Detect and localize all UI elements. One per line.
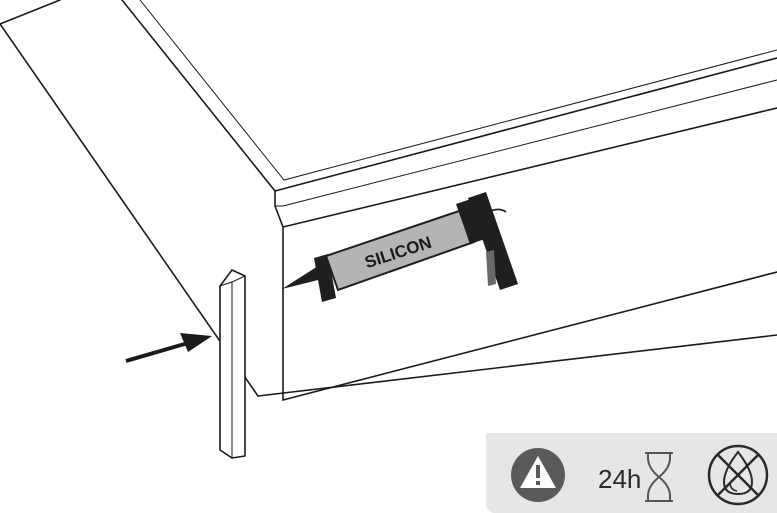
floor-edge-right xyxy=(257,334,777,397)
caulk-gun-rod xyxy=(483,208,507,215)
caulk-gun-frame xyxy=(468,192,518,290)
tray-rim-front-line xyxy=(282,79,777,207)
arrow-shaft xyxy=(125,341,189,363)
warning-icon xyxy=(511,448,565,502)
floor-edge-left xyxy=(0,23,259,397)
tray-top-inner-edge xyxy=(139,0,777,181)
hourglass-icon xyxy=(645,452,673,502)
floor-edge-top xyxy=(0,0,61,25)
tray-box xyxy=(121,0,777,401)
tray-rim-lower-edge xyxy=(274,107,777,228)
tray-top-outer-edge xyxy=(121,0,777,192)
arrow-head xyxy=(180,333,212,352)
no-water-drop-icon xyxy=(707,444,769,506)
cartridge-nozzle xyxy=(282,266,322,289)
edge-profile-strip xyxy=(219,269,246,459)
info-panel-bg xyxy=(486,433,777,513)
info-panel: 24h xyxy=(486,433,777,513)
profile-strip-top xyxy=(219,275,246,287)
caulk-gun-handle xyxy=(486,250,496,286)
floor-tile xyxy=(0,0,777,397)
silicone-cartridge: SILICON xyxy=(282,192,518,302)
tray-bottom-edge xyxy=(282,271,777,401)
cure-time-label: 24h xyxy=(598,464,641,494)
cartridge-collar xyxy=(314,254,336,302)
direction-arrow xyxy=(125,333,212,363)
